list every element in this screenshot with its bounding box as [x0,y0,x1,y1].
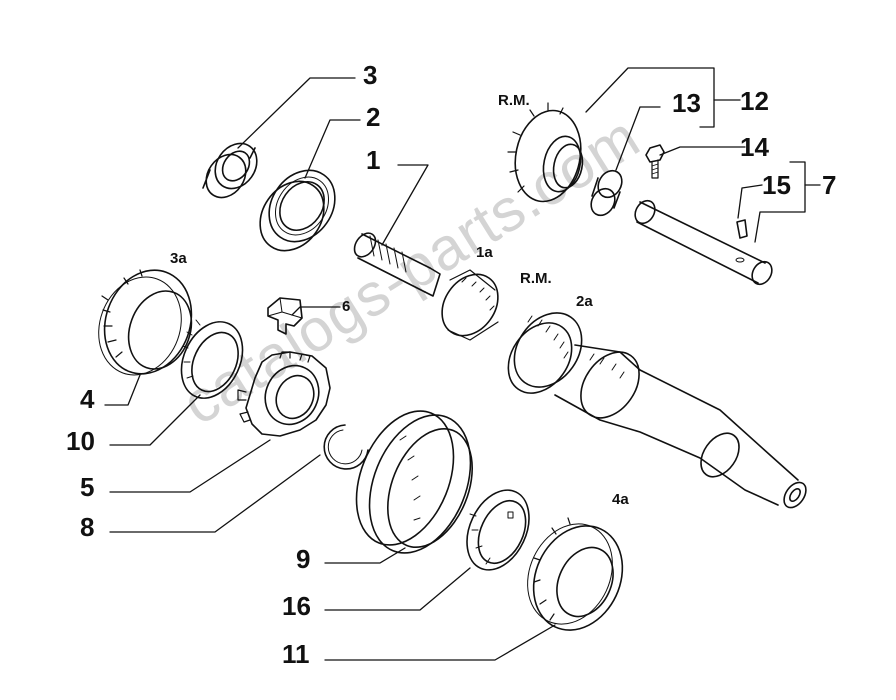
synchro-ring-16 [466,489,530,571]
synchro-hub-5 [237,351,331,437]
label-4a: 4a [612,491,629,508]
main-shaft-1 [353,232,807,509]
label-4: 4 [80,384,95,414]
label-8: 8 [80,512,95,542]
leader-lines [104,67,821,661]
label-2a: 2a [576,293,593,310]
key-6 [267,297,303,335]
label-15: 15 [762,170,791,200]
synchro-ring-10 [180,319,244,399]
label-11: 11 [282,639,310,669]
label-5: 5 [80,472,95,502]
label-7: 7 [822,170,837,200]
reverse-gear [507,102,584,203]
label-rm-shaft: R.M. [520,270,552,287]
bolt-14 [645,144,665,179]
label-3: 3 [363,60,378,90]
label-2: 2 [366,102,381,132]
label-rm-gear: R.M. [498,92,530,109]
label-13: 13 [672,88,701,118]
gear-3a [98,269,193,376]
label-12: 12 [740,86,769,116]
label-6: 6 [342,298,351,315]
bearing-3 [202,142,258,199]
pin-15 [736,219,748,239]
bearing-2 [259,169,336,252]
bush-13 [590,169,623,217]
gear-4a [527,517,624,631]
label-1: 1 [366,145,381,175]
label-14: 14 [740,132,769,162]
label-16: 16 [282,591,311,621]
circlip-8 [323,424,369,470]
label-3a: 3a [170,250,187,267]
sliding-sleeve-9 [355,410,473,554]
label-9: 9 [296,544,311,574]
label-10: 10 [66,426,95,456]
label-1a: 1a [476,244,493,261]
reverse-shaft-7 [634,199,773,286]
